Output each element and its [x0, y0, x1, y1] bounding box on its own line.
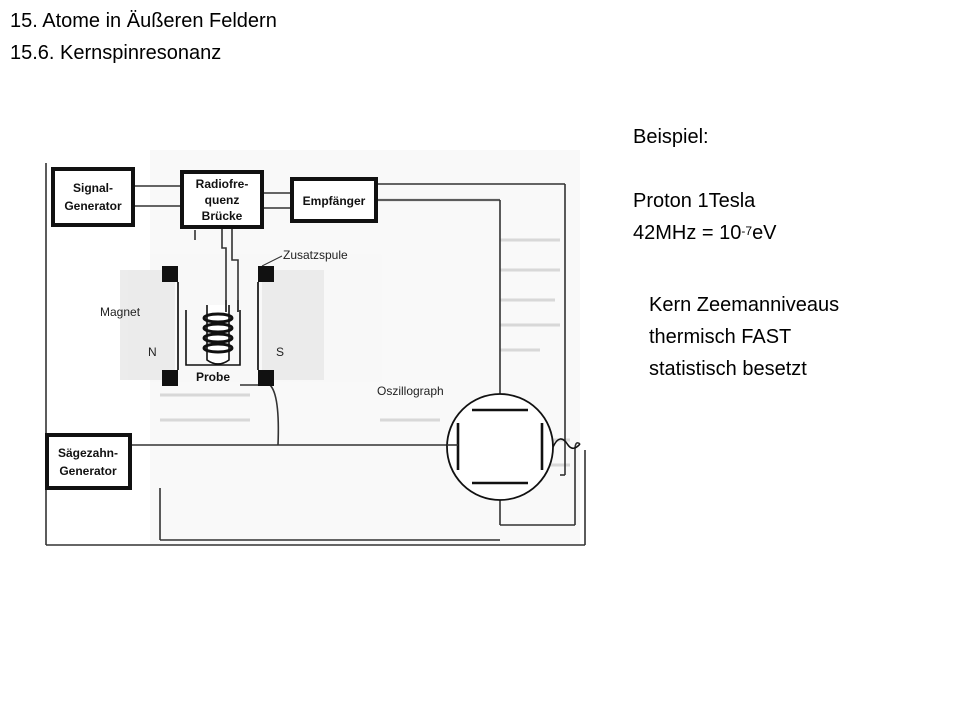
zeeman-line-1: Kern Zeemanniveaus [649, 294, 840, 316]
sawtooth-label-2: Generator [59, 464, 117, 478]
slide-title-chapter: 15. Atome in Äußeren Feldern [10, 10, 277, 32]
example-heading: Beispiel: [633, 126, 709, 148]
proton-line: Proton 1Tesla [633, 190, 756, 212]
frequency-line: 42MHz = 10-7eV [633, 221, 777, 245]
signal-generator-label-2: Generator [64, 199, 122, 213]
rf-bridge-label-3: Brücke [202, 209, 243, 223]
oscillograph: Oszillograph [377, 384, 581, 501]
sawtooth-label-1: Sägezahn- [58, 446, 118, 460]
signal-generator-label-1: Signal- [73, 181, 113, 195]
frequency-base: 42MHz = 10 [633, 222, 742, 244]
sawtooth-generator-box: Sägezahn- Generator [45, 433, 132, 490]
signal-generator-box: Signal- Generator [51, 167, 135, 227]
magnet: Magnet N S [100, 266, 284, 386]
rf-bridge-box: Radiofre- quenz Brücke [180, 170, 264, 229]
frequency-exponent: -7 [741, 224, 753, 238]
sample-coil: Probe [185, 300, 241, 384]
magnet-label: Magnet [100, 305, 141, 319]
zeeman-line-2: thermisch FAST [649, 326, 792, 348]
frequency-unit: eV [752, 222, 777, 244]
extra-coil-label: Zusatzspule [283, 248, 348, 262]
extra-coil-pointer [261, 255, 283, 267]
zeeman-line-3: statistisch besetzt [649, 358, 807, 380]
oscillograph-label: Oszillograph [377, 384, 444, 398]
rf-bridge-label-2: quenz [205, 193, 240, 207]
rf-bridge-label-1: Radiofre- [196, 177, 249, 191]
receiver-box: Empfänger [290, 177, 378, 223]
pole-south-label: S [276, 345, 284, 359]
slide-title-section: 15.6. Kernspinresonanz [10, 42, 222, 64]
pole-north-label: N [148, 345, 157, 359]
circuit-wires [45, 163, 586, 546]
sample-label: Probe [196, 370, 230, 384]
receiver-label: Empfänger [303, 194, 366, 208]
